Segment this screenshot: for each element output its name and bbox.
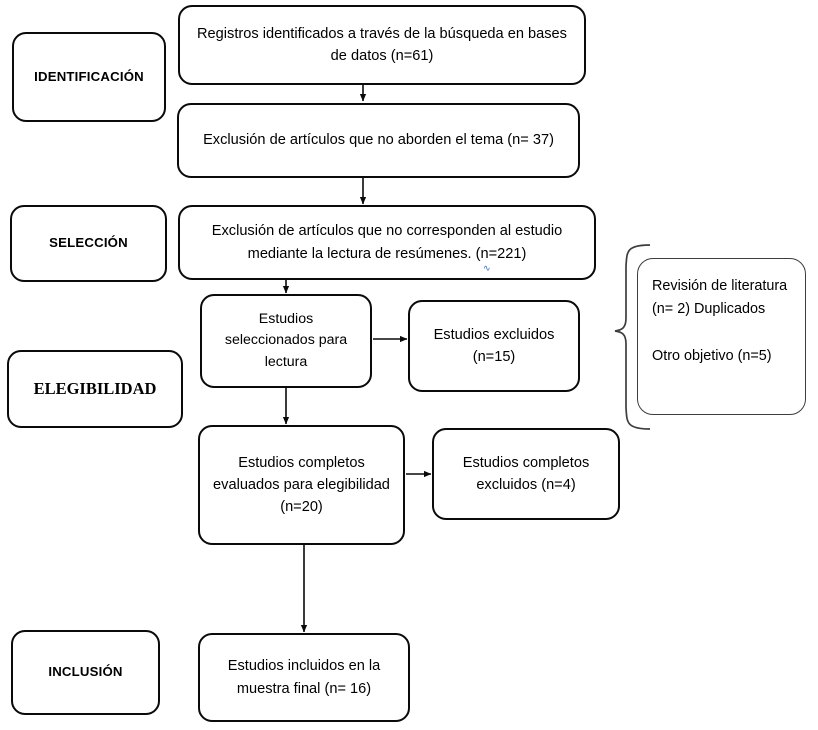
node-registros-identificados: Registros identificados a través de la b… [178,5,586,85]
stage-label-identificacion: IDENTIFICACIÓN [12,32,166,122]
node-exclusion-no-abordan: Exclusión de artículos que no aborden el… [177,103,580,178]
node-razones-exclusion: Revisión de literatura (n= 2) Duplicados… [637,258,806,415]
spellcheck-squiggle-marker: ∿ [483,263,490,273]
node-estudios-seleccionados: Estudios seleccionados para lectura [200,294,372,388]
stage-label-elegibilidad: ELEGIBILIDAD [7,350,183,428]
node-estudios-excluidos: Estudios excluidos (n=15) [408,300,580,392]
node-estudios-completos-excluidos: Estudios completos excluidos (n=4) [432,428,620,520]
node-estudios-completos-evaluados: Estudios completos evaluados para elegib… [198,425,405,545]
stage-label-inclusion: INCLUSIÓN [11,630,160,715]
node-exclusion-no-corresponden: Exclusión de artículos que no correspond… [178,205,596,280]
node-estudios-incluidos: Estudios incluidos en la muestra final (… [198,633,410,722]
stage-label-seleccion: SELECCIÓN [10,205,167,282]
